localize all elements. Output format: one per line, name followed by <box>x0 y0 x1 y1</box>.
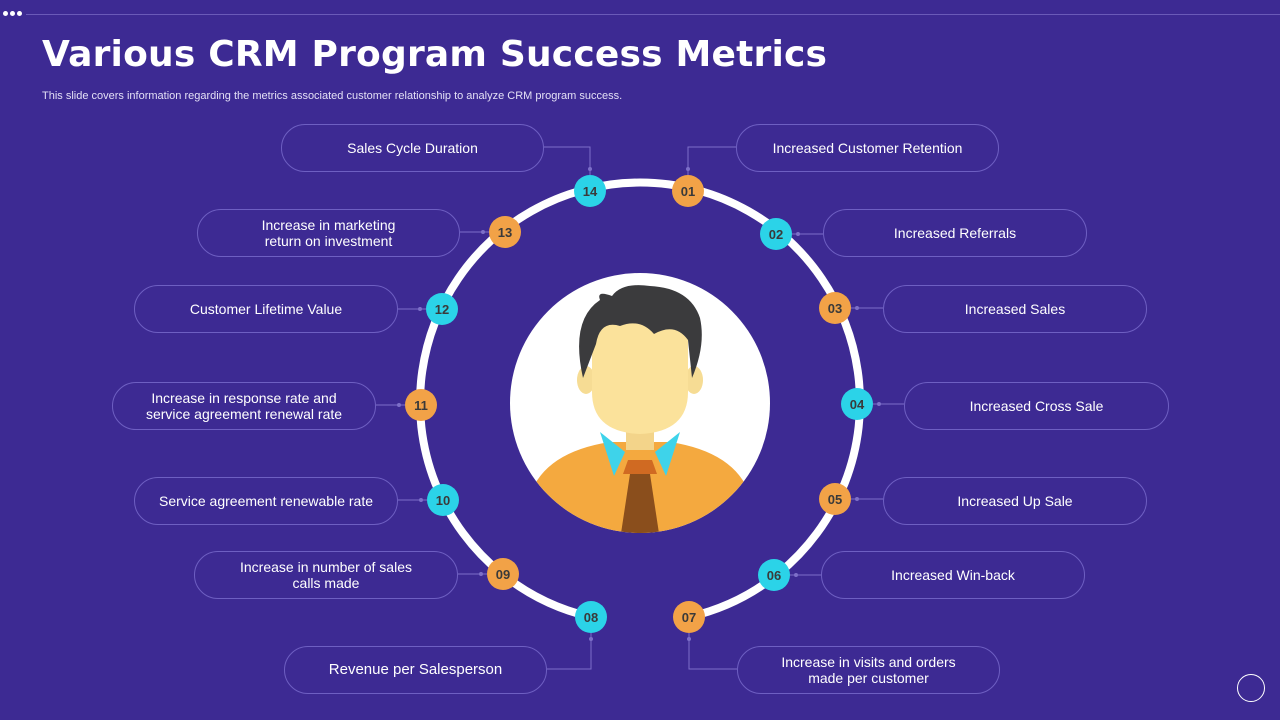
metric-number-badge-06: 06 <box>758 559 790 591</box>
metric-number-badge-12: 12 <box>426 293 458 325</box>
metric-number-badge-08: 08 <box>575 601 607 633</box>
metric-label-09: Increase in number of sales calls made <box>194 551 458 599</box>
metric-label-08: Revenue per Salesperson <box>284 646 547 694</box>
header-divider-line <box>26 14 1280 15</box>
metric-label-05: Increased Up Sale <box>883 477 1147 525</box>
metric-number-badge-07: 07 <box>673 601 705 633</box>
metric-number-badge-10: 10 <box>427 484 459 516</box>
circle-icon <box>1237 674 1265 702</box>
connector-dot <box>686 167 690 171</box>
metric-number-badge-13: 13 <box>489 216 521 248</box>
metric-label-06: Increased Win-back <box>821 551 1085 599</box>
metric-number-badge-01: 01 <box>672 175 704 207</box>
metric-number-badge-04: 04 <box>841 388 873 420</box>
metric-label-04: Increased Cross Sale <box>904 382 1169 430</box>
metric-number-badge-02: 02 <box>760 218 792 250</box>
connector-dot <box>418 307 422 311</box>
menu-dots-icon <box>3 11 22 16</box>
connector-line <box>688 633 737 670</box>
connector-dot <box>855 497 859 501</box>
metric-label-11: Increase in response rate and service ag… <box>112 382 376 430</box>
metric-number-badge-11: 11 <box>405 389 437 421</box>
connector-dot <box>855 306 859 310</box>
metric-number-badge-09: 09 <box>487 558 519 590</box>
connector-dot <box>589 637 593 641</box>
connector-dot <box>687 637 691 641</box>
connector-dot <box>588 167 592 171</box>
metric-label-02: Increased Referrals <box>823 209 1087 257</box>
connector-line <box>547 633 592 670</box>
metric-label-07: Increase in visits and orders made per c… <box>737 646 1000 694</box>
connector-dot <box>877 402 881 406</box>
connector-line <box>544 146 591 175</box>
metric-label-14: Sales Cycle Duration <box>281 124 544 172</box>
metric-label-10: Service agreement renewable rate <box>134 477 398 525</box>
metric-label-03: Increased Sales <box>883 285 1147 333</box>
slide-subtitle: This slide covers information regarding … <box>42 90 623 102</box>
metric-label-01: Increased Customer Retention <box>736 124 999 172</box>
metric-label-13: Increase in marketing return on investme… <box>197 209 460 257</box>
connector-dot <box>479 572 483 576</box>
person-avatar-icon <box>510 273 770 533</box>
connector-dot <box>419 498 423 502</box>
metric-number-badge-05: 05 <box>819 483 851 515</box>
connector-dot <box>796 232 800 236</box>
connector-dot <box>794 573 798 577</box>
connector-dot <box>481 230 485 234</box>
metric-label-12: Customer Lifetime Value <box>134 285 398 333</box>
connector-lines <box>376 146 904 670</box>
connector-line <box>687 146 736 175</box>
connector-dot <box>397 403 401 407</box>
metric-number-badge-14: 14 <box>574 175 606 207</box>
metric-number-badge-03: 03 <box>819 292 851 324</box>
slide-title: Various CRM Program Success Metrics <box>42 34 828 75</box>
